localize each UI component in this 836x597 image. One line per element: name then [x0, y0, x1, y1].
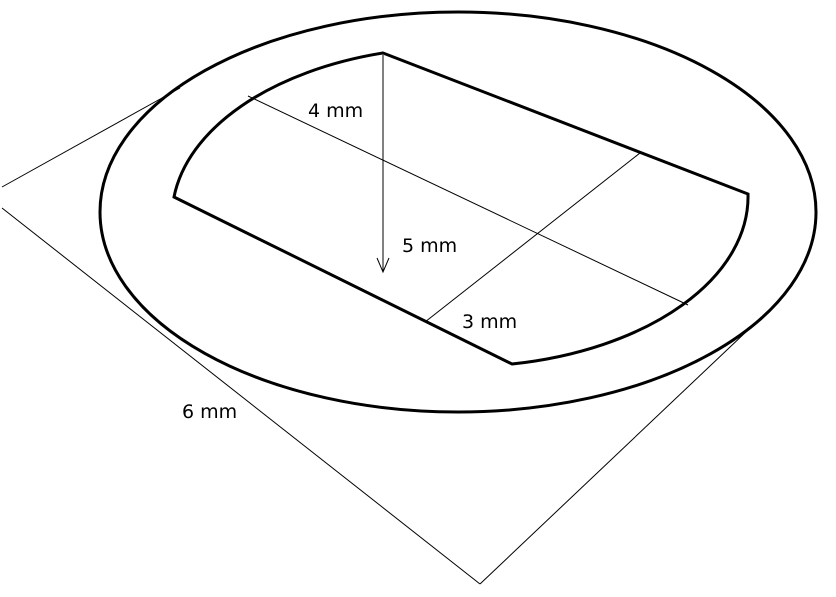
- outer-ellipse: [98, 10, 818, 414]
- height-label: 5 mm: [402, 235, 457, 257]
- short-side-label: 3 mm: [462, 311, 517, 333]
- base-edge-left-lower: [1, 207, 481, 585]
- inner-shape: [172, 51, 750, 366]
- outer-side-label: 6 mm: [182, 401, 237, 423]
- depth-line: [247, 95, 689, 306]
- base-edge-right: [479, 329, 749, 585]
- depth-label: 4 mm: [308, 100, 363, 122]
- height-arrow-head: [376, 257, 390, 274]
- cross-line: [424, 152, 641, 323]
- base-edge-left-upper: [1, 87, 181, 188]
